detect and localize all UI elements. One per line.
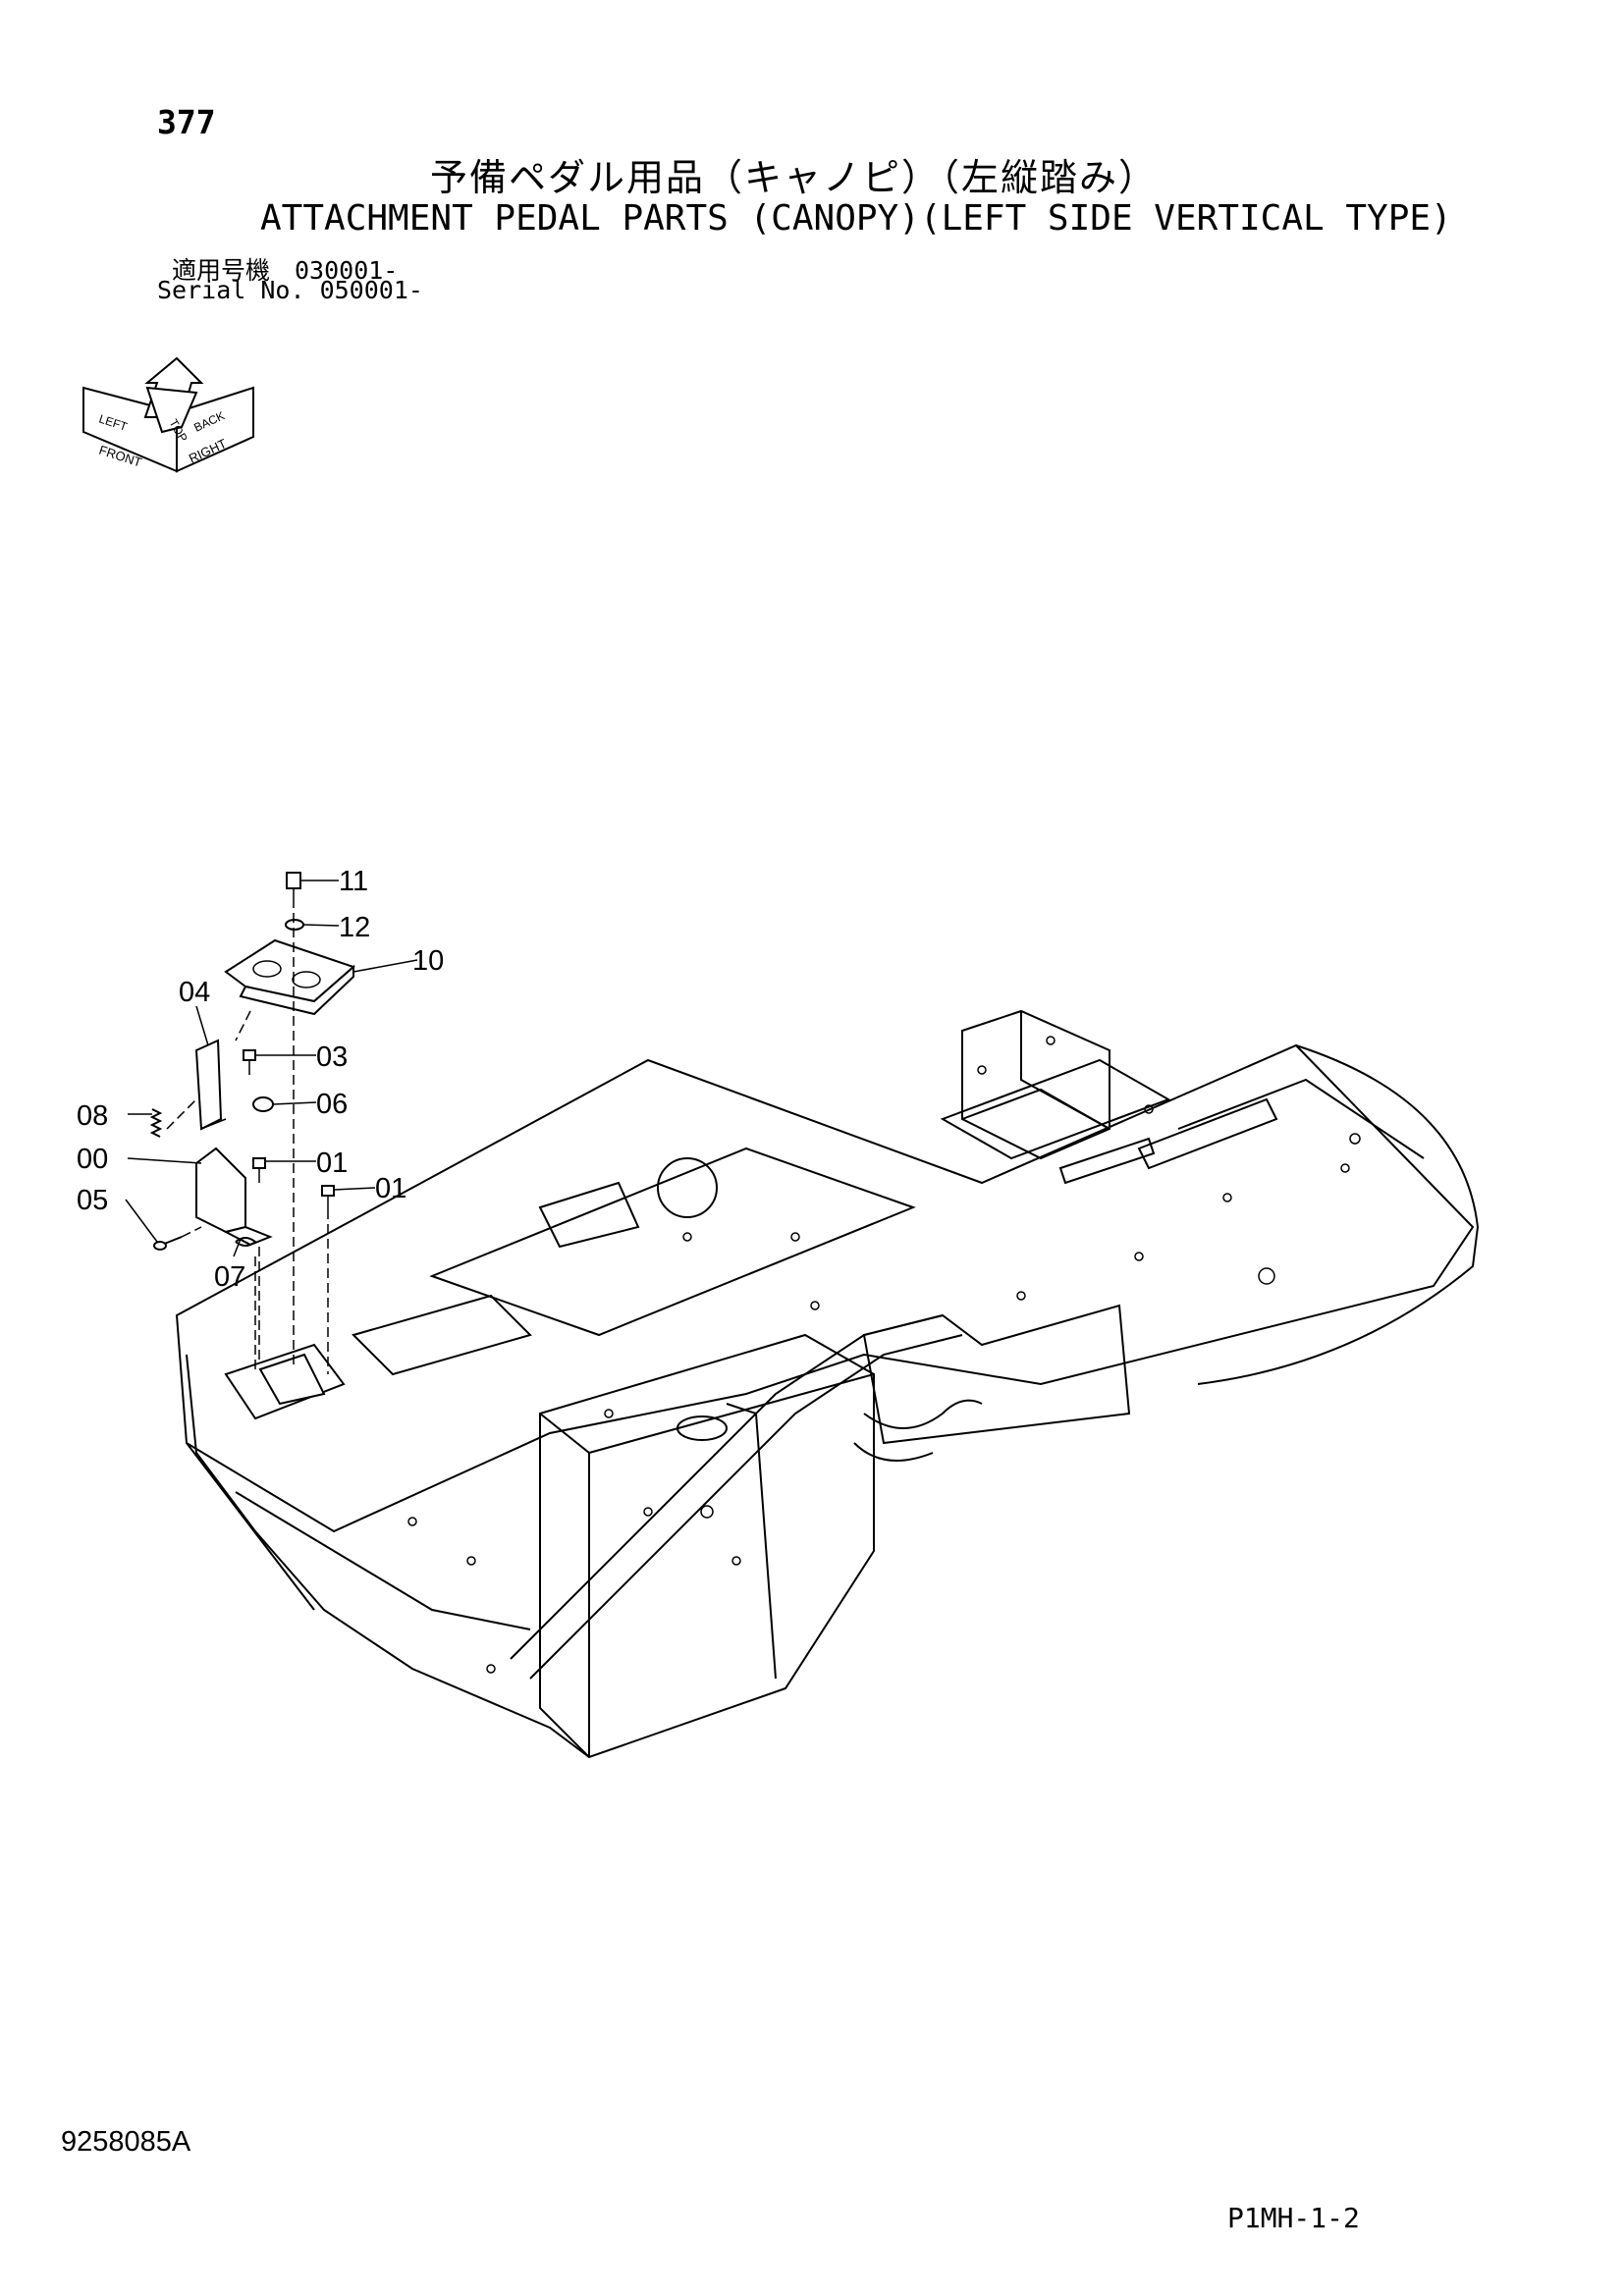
part-11-bolt (286, 872, 301, 889)
label-part-07: 07 (214, 1261, 245, 1293)
label-part-06: 06 (316, 1089, 348, 1120)
label-part-05: 05 (77, 1185, 108, 1216)
label-part-03: 03 (316, 1041, 348, 1073)
label-part-00: 00 (77, 1144, 108, 1175)
label-part-10: 10 (412, 945, 444, 977)
label-part-01b: 01 (375, 1173, 406, 1204)
serial-range-english: Serial No. 050001- (157, 276, 423, 304)
page-title-english: ATTACHMENT PEDAL PARTS (CANOPY)(LEFT SID… (260, 198, 1452, 239)
part-12-washer (285, 919, 304, 931)
part-08-spring (149, 1108, 163, 1138)
pedal-assembly-exploded (149, 872, 355, 1251)
document-number: 9258085A (61, 2126, 191, 2158)
part-06-washer (252, 1096, 274, 1112)
label-part-04: 04 (179, 977, 210, 1008)
page-title-japanese: 予備ペダル用品（キャノピ）（左縦踏み） (430, 156, 1159, 199)
page-code: P1MH-1-2 (1227, 2202, 1360, 2234)
label-part-12: 12 (339, 912, 370, 943)
part-04-bracket (194, 1039, 223, 1131)
part-00-bracket (195, 1147, 246, 1234)
machine-frame-drawing (175, 1009, 1480, 1759)
label-part-01a: 01 (316, 1148, 348, 1179)
label-part-11: 11 (339, 866, 368, 897)
label-part-08: 08 (77, 1100, 108, 1132)
orientation-cube-icon: FRONT RIGHT TOP BACK LEFT (82, 356, 254, 473)
part-01a-bolt (252, 1157, 266, 1169)
part-07-clip (235, 1237, 257, 1247)
part-01b-bolt (321, 1185, 335, 1197)
assembly-guide-lines (166, 898, 329, 1374)
part-03-bolt (243, 1049, 256, 1061)
leader-lines (125, 880, 418, 1257)
serial-range-japanese: 適用号機 030001- (172, 256, 399, 285)
page-number: 377 (157, 103, 216, 141)
